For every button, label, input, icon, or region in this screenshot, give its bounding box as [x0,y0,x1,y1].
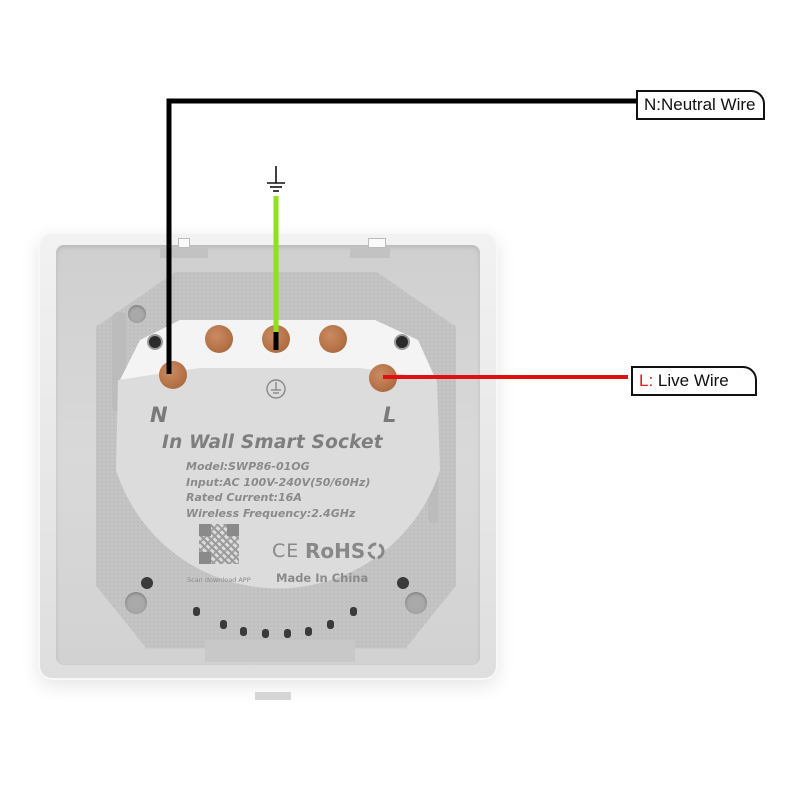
earth-ground-icon [267,166,285,192]
qr-caption: Scan download APP [187,576,251,584]
earth-symbol-icon [266,379,286,399]
terminal-aux-1 [205,325,233,353]
spec-model: Model:SWP86-01OG [186,460,310,473]
module-hole-right [396,336,408,348]
neutral-tag-text: Neutral Wire [661,95,756,114]
module-hole-left [149,336,161,348]
plate-clip-bottom [255,692,291,700]
origin-label: Made In China [276,571,369,585]
terminal-label-l: L [383,403,397,427]
spec-list: Model:SWP86-01OG Input:AC 100V-240V(50/6… [186,459,370,521]
live-tag-prefix: L: [639,371,654,390]
frame-screw-hole-right [405,592,427,614]
recycle-icon [367,542,385,560]
frame-screw-hole-top-left [128,305,146,323]
terminal-neutral [159,361,187,389]
ce-mark: CE [272,540,300,562]
frame-bottom-tab [205,640,355,662]
spec-rated-current: Rated Current:16A [186,491,302,504]
plate-clip-top-right [368,238,386,248]
plate-clip-top-left [178,238,190,248]
rohs-mark: RoHS [305,539,366,563]
neutral-tag-prefix: N: [644,95,661,114]
qr-code [199,524,239,564]
spec-input: Input:AC 100V-240V(50/60Hz) [186,475,371,489]
live-tag-text: Live Wire [653,371,729,390]
plate-slot-top-left [160,248,208,258]
plate-slot-top-right [350,248,390,258]
live-wire-tag: L: Live Wire [631,366,757,396]
neutral-wire [166,98,636,374]
module-title: In Wall Smart Socket [162,432,383,453]
neutral-wire-tag: N:Neutral Wire [636,90,766,120]
terminal-aux-2 [319,325,347,353]
frame-screw-hole-left [125,592,147,614]
terminal-label-n: N [150,403,168,427]
spec-wireless-frequency: Wireless Frequency:2.4GHz [186,506,356,520]
